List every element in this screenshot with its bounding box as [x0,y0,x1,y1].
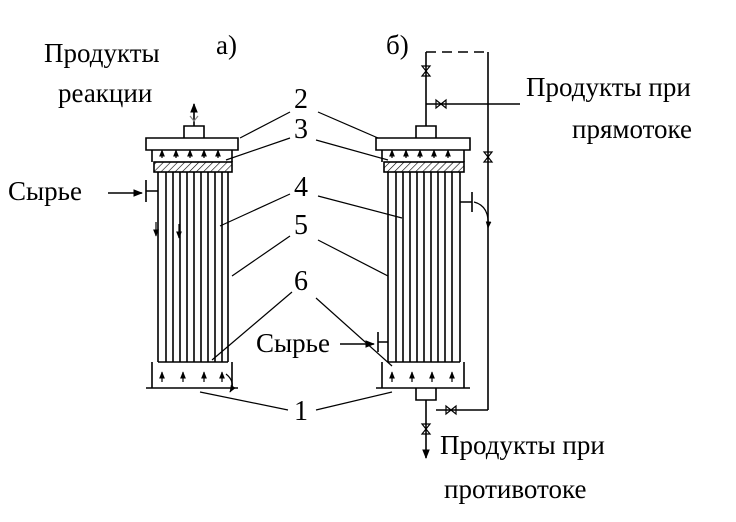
reactor-a [108,103,239,393]
top-nozzle-a [183,125,205,138]
feed-nozzle-b [377,332,388,352]
bottom-nozzle-b [415,388,437,401]
callout-leaders [199,111,403,411]
tube-sheet-b [383,161,465,173]
tube-sheet-a [153,161,233,173]
feed-label-b: Сырье [256,328,330,358]
valves [420,65,494,435]
diagram-a-letter: а) [216,30,237,60]
tubes-a [165,172,223,362]
top-cover-b [375,137,471,162]
top-cover-a [145,137,239,162]
callout-4: 4 [294,172,308,203]
top-nozzle-b [415,125,437,138]
feed-label-a: Сырье [8,176,82,206]
countercurrent-label-line2: противотоке [444,474,587,504]
bottom-cover-a [146,362,238,389]
callout-6: 6 [294,266,308,297]
callout-3: 3 [294,114,308,145]
products-label-a-line1: Продукты [44,38,160,68]
callout-5: 5 [294,210,308,241]
cocurrent-label-line2: прямотоке [572,114,692,144]
reactor-b [340,51,520,459]
callout-2: 2 [294,84,308,115]
cocurrent-label-line1: Продукты при [526,72,691,102]
callout-1: 1 [294,396,308,427]
shell-a [157,172,229,363]
feed-nozzle-a [145,180,158,202]
bottom-cover-b [376,362,470,389]
countercurrent-label-line1: Продукты при [440,430,605,460]
diagram-b-letter: б) [386,30,409,60]
products-label-a-line2: реакции [58,78,153,108]
tubes-b [395,172,453,362]
